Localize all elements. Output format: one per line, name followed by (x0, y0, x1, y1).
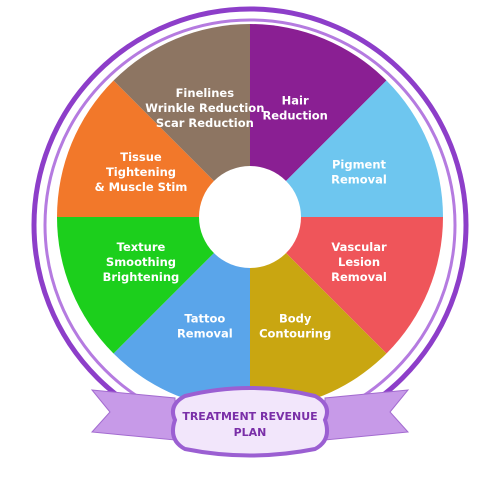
wheel-segment (250, 217, 443, 354)
wheel-segment (250, 80, 443, 218)
segment-label-line: Removal (331, 172, 387, 186)
banner-title-line2: PLAN (234, 426, 267, 439)
wheel-segment (250, 217, 387, 410)
segment-label-line: Reduction (262, 108, 327, 122)
segment-label-line: Finelines (176, 86, 235, 100)
banner-plaque (171, 386, 329, 458)
wheel-segment (57, 217, 250, 354)
segment-label-line: Removal (331, 270, 387, 284)
segment-label-line: Brightening (103, 270, 180, 284)
segment-label-line: Pigment (332, 157, 387, 171)
segment-label-line: Vascular (331, 240, 387, 254)
segment-label-line: Scar Reduction (156, 116, 254, 130)
wheel-segment (250, 24, 387, 217)
center-hole (199, 166, 301, 268)
segment-label-line: Tightening (106, 165, 176, 179)
segment-label-line: Body (279, 312, 312, 326)
segment-label-line: Wrinkle Reduction (145, 101, 264, 115)
ribbon-left-tail (90, 389, 176, 441)
segment-label-line: Hair (282, 93, 309, 107)
banner-title-line1: TREATMENT REVENUE (182, 410, 317, 423)
wheel-segment (57, 80, 250, 218)
segment-label-line: Tattoo (184, 312, 225, 326)
segment-label-line: Texture (117, 240, 166, 254)
ribbon-right-tail (324, 389, 410, 441)
segment-label-line: Lesion (338, 255, 380, 269)
segment-label-line: & Muscle Stim (95, 180, 188, 194)
segment-label-line: Removal (177, 327, 233, 341)
segment-label-line: Contouring (259, 327, 331, 341)
ribbon-banner: TREATMENT REVENUE PLAN (90, 386, 410, 458)
segment-label-line: Tissue (120, 150, 162, 164)
wheel-segment (113, 217, 251, 410)
segment-label-line: Smoothing (106, 255, 176, 269)
wheel-segment (113, 24, 251, 217)
